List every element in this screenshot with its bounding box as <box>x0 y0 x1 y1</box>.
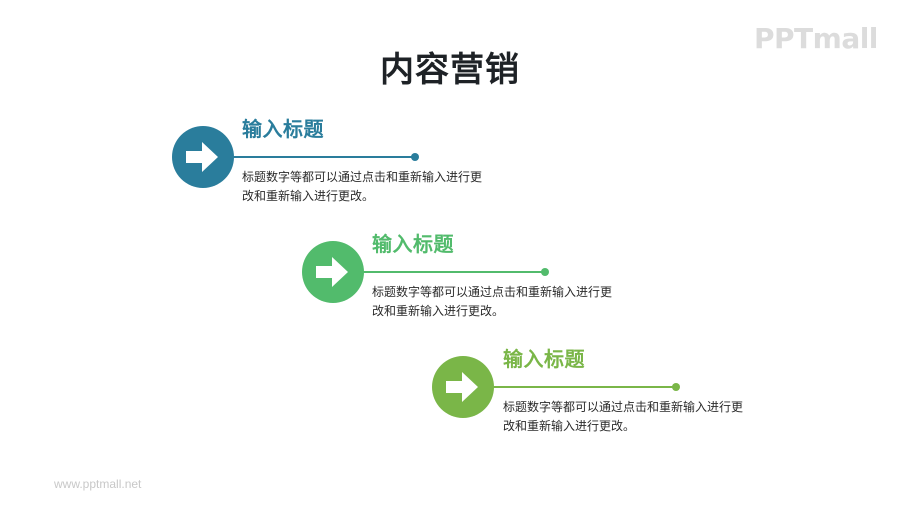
arrow-right-icon <box>446 372 478 402</box>
page-title: 内容营销 <box>380 50 520 90</box>
arrow-right-icon <box>186 142 218 172</box>
step-3-connector-dot <box>672 383 680 391</box>
step-2-connector-dot <box>541 268 549 276</box>
step-1-connector-dot <box>411 153 419 161</box>
step-1-description: 标题数字等都可以通过点击和重新输入进行更改和重新输入进行更改。 <box>242 170 483 203</box>
step-1-circle <box>172 126 234 188</box>
step-1-title: 输入标题 <box>242 117 324 141</box>
step-2-title: 输入标题 <box>372 232 454 256</box>
pptmall-logo: PPTmall <box>754 22 878 55</box>
step-1-connector-line <box>233 156 413 158</box>
step-2-description: 标题数字等都可以通过点击和重新输入进行更改和重新输入进行更改。 <box>372 285 613 318</box>
footer-url: www.pptmall.net <box>54 477 142 491</box>
step-3-circle <box>432 356 494 418</box>
step-2-connector-line <box>363 271 543 273</box>
arrow-right-icon <box>316 257 348 287</box>
step-3-title: 输入标题 <box>503 347 585 371</box>
step-3-description: 标题数字等都可以通过点击和重新输入进行更改和重新输入进行更改。 <box>503 400 744 433</box>
step-3-connector-line <box>493 386 674 388</box>
step-2-circle <box>302 241 364 303</box>
